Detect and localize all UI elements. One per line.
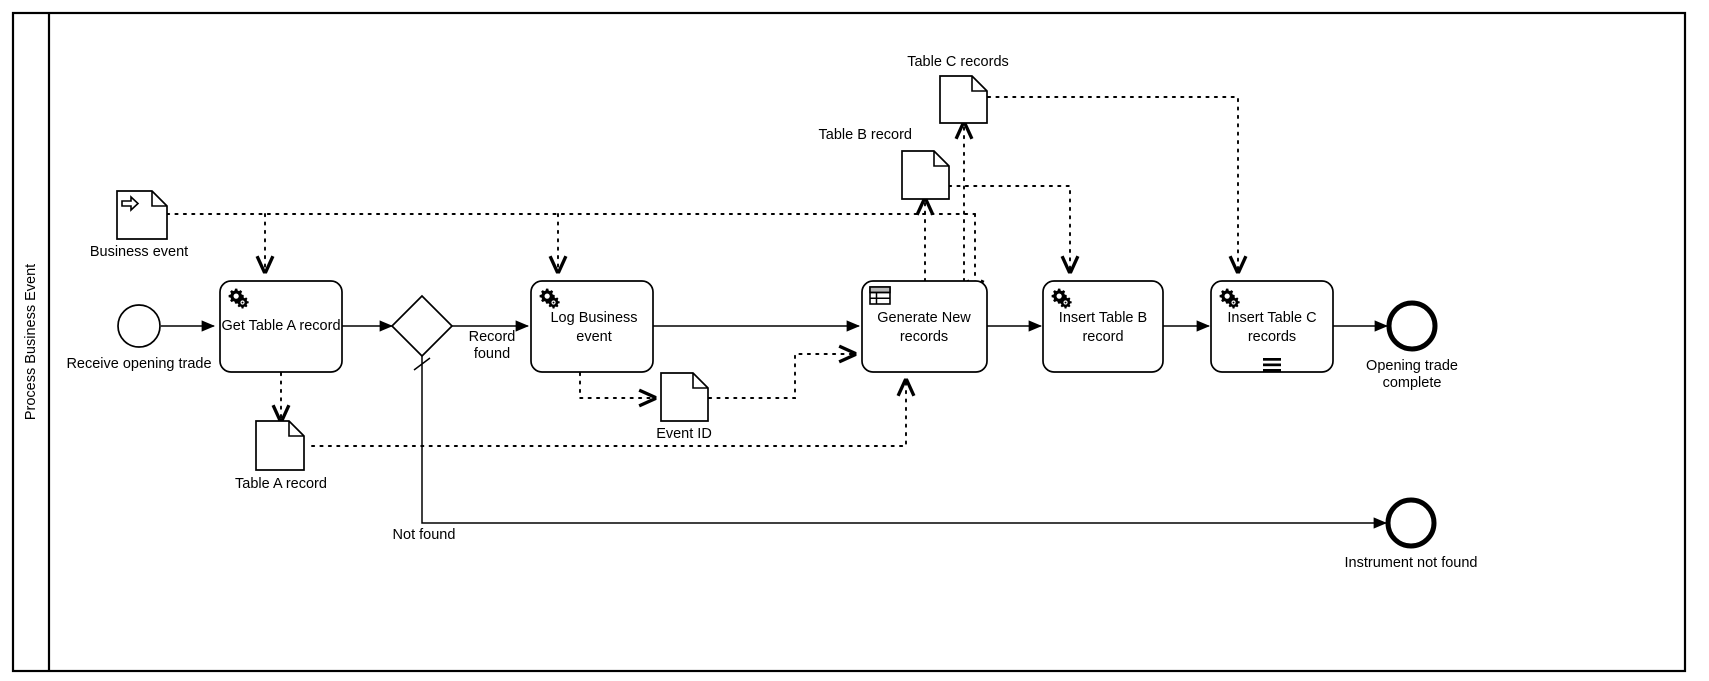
data-object-table-c-records[interactable]: Table C records — [907, 54, 1009, 124]
task-insert-table-c-records-label-line2: records — [1248, 329, 1296, 345]
assoc-log-business-event-to-event-id — [579, 372, 655, 398]
task-log-business-event-box[interactable] — [530, 280, 654, 373]
data-object-table-b-record-shape[interactable] — [901, 150, 950, 200]
task-insert-table-c-records[interactable]: Insert Table C records — [1210, 280, 1334, 373]
sequential-multi-instance-icon — [1263, 358, 1281, 372]
default-flow-slash-marker — [413, 357, 431, 371]
task-get-table-a-record-label: Get Table A record — [221, 318, 340, 334]
data-object-event-id-shape[interactable] — [660, 372, 709, 422]
data-object-table-c-records-shape[interactable] — [939, 75, 988, 124]
task-insert-table-c-records-box[interactable] — [1210, 280, 1334, 373]
end-event-opening-trade-complete-circle[interactable] — [1386, 300, 1438, 352]
data-object-table-b-record[interactable]: Table B record — [819, 127, 950, 200]
flow-label-record-found-line1: Record — [469, 329, 516, 345]
exclusive-gateway-record-found[interactable]: Record found Not found — [390, 294, 516, 543]
task-generate-new-records-label-line1: Generate New — [877, 310, 971, 326]
end-event-instrument-not-found-circle[interactable] — [1385, 497, 1437, 549]
task-insert-table-b-record-box[interactable] — [1042, 280, 1164, 373]
data-object-business-event-shape[interactable] — [116, 190, 168, 240]
assoc-table-c-records-to-insert-table-c — [987, 96, 1238, 272]
data-object-table-a-record-label: Table A record — [235, 476, 327, 492]
service-task-gear-icon — [228, 288, 249, 309]
task-log-business-event-label-line1: Log Business — [550, 310, 637, 326]
gateway-diamond[interactable] — [390, 294, 454, 358]
data-object-business-event-fold — [151, 191, 167, 207]
data-object-business-event[interactable]: Business event — [90, 190, 188, 260]
flow-gateway-not-found-to-end-instrument-not-found — [421, 356, 1388, 529]
data-object-table-c-records-fold — [971, 76, 987, 92]
task-get-table-a-record[interactable]: Get Table A record — [219, 280, 343, 373]
end-event-instrument-not-found-label: Instrument not found — [1345, 555, 1478, 571]
task-insert-table-b-record-label-line2: record — [1082, 329, 1123, 345]
assoc-table-b-record-to-insert-table-b — [948, 185, 1070, 272]
task-log-business-event-label-line2: event — [576, 329, 611, 345]
data-object-table-b-record-label: Table B record — [819, 127, 913, 143]
data-object-business-event-label: Business event — [90, 244, 188, 260]
task-insert-table-b-record[interactable]: Insert Table B record — [1042, 280, 1164, 373]
data-object-event-id-fold — [692, 373, 708, 389]
service-task-gear-icon — [1219, 288, 1240, 309]
data-object-event-id-label: Event ID — [656, 426, 712, 442]
start-event-receive-opening-trade[interactable]: Receive opening trade — [66, 304, 212, 372]
task-get-table-a-record-box[interactable] — [219, 280, 343, 373]
end-event-opening-trade-complete-label-line2: complete — [1383, 375, 1442, 391]
task-generate-new-records-box[interactable] — [861, 280, 988, 373]
service-task-gear-icon — [1051, 288, 1072, 309]
start-event-circle[interactable] — [117, 304, 161, 348]
sequence-flow-layer — [161, 320, 1389, 529]
assoc-table-a-record-to-generate-new-records — [311, 380, 906, 447]
pool-title: Process Business Event — [23, 264, 39, 420]
task-insert-table-c-records-label-line1: Insert Table C — [1227, 310, 1316, 326]
data-object-table-a-record-shape[interactable] — [255, 420, 305, 471]
data-input-arrow-icon — [121, 195, 140, 212]
end-event-opening-trade-complete-label-line1: Opening trade — [1366, 358, 1458, 374]
data-object-table-c-records-label: Table C records — [907, 54, 1009, 70]
service-task-gear-icon — [539, 288, 560, 309]
assoc-event-id-to-generate-new-records — [708, 354, 855, 399]
flow-label-not-found: Not found — [393, 527, 456, 543]
task-log-business-event[interactable]: Log Business event — [530, 280, 654, 373]
data-object-table-a-record[interactable]: Table A record — [235, 420, 327, 492]
task-generate-new-records-label-line2: records — [900, 329, 948, 345]
end-event-opening-trade-complete[interactable]: Opening trade complete — [1366, 300, 1458, 391]
data-object-table-a-record-fold — [288, 421, 304, 437]
data-object-event-id[interactable]: Event ID — [656, 372, 712, 442]
data-object-table-b-record-fold — [933, 151, 949, 167]
business-rule-task-table-icon — [869, 286, 891, 305]
task-insert-table-b-record-label-line1: Insert Table B — [1059, 310, 1147, 326]
end-event-instrument-not-found[interactable]: Instrument not found — [1345, 497, 1478, 571]
task-generate-new-records[interactable]: Generate New records — [861, 280, 988, 373]
start-event-label: Receive opening trade — [66, 356, 211, 372]
flow-label-record-found-line2: found — [474, 346, 510, 362]
